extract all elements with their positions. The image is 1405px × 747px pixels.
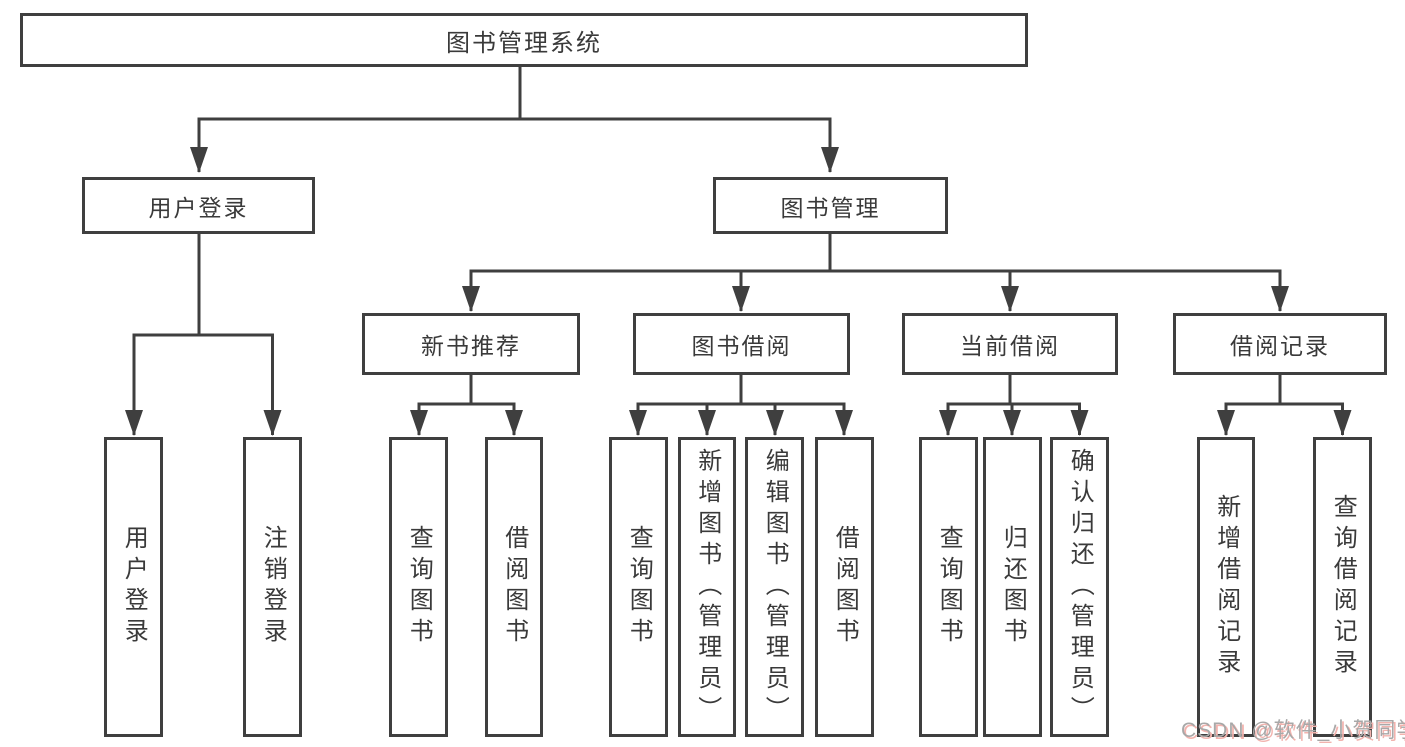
- leaf-label: 用户登录: [120, 525, 148, 649]
- leaf-label: 新增图书（管理员）: [693, 447, 721, 727]
- leaf-borrowing-add-books-admin: 新增图书（管理员）: [678, 437, 736, 737]
- leaf-borrowing-borrow-books: 借阅图书: [815, 437, 874, 737]
- node-label: 当前借阅: [960, 333, 1060, 359]
- node-label: 用户登录: [148, 194, 249, 221]
- leaf-current-return-books: 归还图书: [983, 437, 1042, 737]
- leaf-label: 注销登录: [259, 525, 287, 649]
- leaf-current-search-books: 查询图书: [919, 437, 978, 737]
- leaf-label: 借阅图书: [831, 525, 859, 649]
- node-user-login-group: 用户登录: [82, 177, 315, 234]
- leaf-newbook-search-books: 查询图书: [389, 437, 448, 737]
- csdn-watermark: CSDN @软件_小贺同学: [1181, 719, 1405, 742]
- leaf-label: 查询图书: [405, 525, 433, 649]
- leaf-label: 新增借阅记录: [1212, 494, 1240, 680]
- node-label: 图书借阅: [691, 333, 792, 359]
- leaf-records-add-borrow-record: 新增借阅记录: [1197, 437, 1255, 737]
- leaf-records-search-borrow-record: 查询借阅记录: [1313, 437, 1372, 737]
- node-label: 图书管理系统: [446, 29, 602, 57]
- node-book-borrowing: 图书借阅: [633, 313, 850, 375]
- leaf-label: 查询图书: [625, 525, 653, 649]
- leaf-newbook-borrow-books: 借阅图书: [485, 437, 543, 737]
- leaf-logout: 注销登录: [243, 437, 302, 737]
- leaf-label: 借阅图书: [500, 525, 528, 649]
- node-label: 新书推荐: [421, 333, 521, 359]
- leaf-label: 编辑图书（管理员）: [761, 447, 789, 727]
- node-library-system-root: 图书管理系统: [20, 13, 1028, 67]
- leaf-user-login: 用户登录: [104, 437, 163, 737]
- leaf-borrowing-edit-books-admin: 编辑图书（管理员）: [745, 437, 804, 737]
- node-new-book-recommend: 新书推荐: [362, 313, 580, 375]
- node-label: 借阅记录: [1230, 333, 1330, 359]
- node-book-management: 图书管理: [713, 177, 948, 234]
- leaf-label: 归还图书: [999, 525, 1027, 649]
- leaf-label: 确认归还（管理员）: [1066, 447, 1094, 727]
- leaf-label: 查询图书: [935, 525, 963, 649]
- node-label: 图书管理: [780, 194, 881, 221]
- node-current-borrowing: 当前借阅: [902, 313, 1118, 375]
- node-borrowing-records: 借阅记录: [1173, 313, 1387, 375]
- leaf-borrowing-search-books: 查询图书: [609, 437, 668, 737]
- leaf-current-confirm-return-admin: 确认归还（管理员）: [1050, 437, 1109, 737]
- leaf-label: 查询借阅记录: [1329, 494, 1357, 680]
